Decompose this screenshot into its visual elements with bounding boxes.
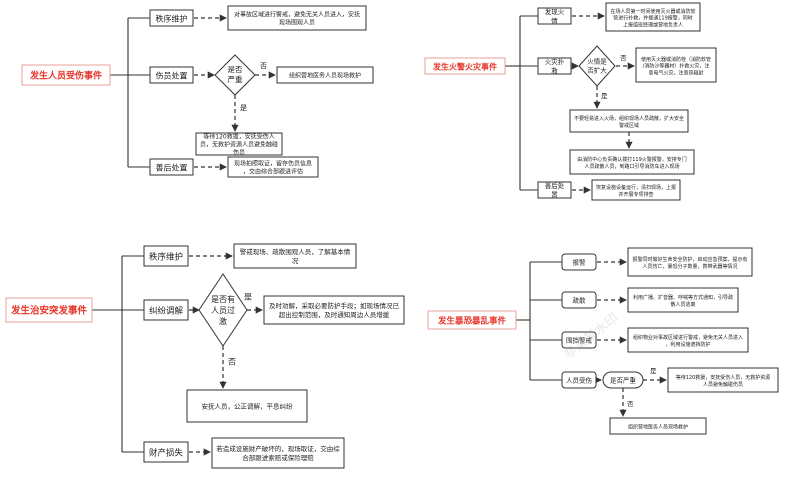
diagram4-decision-text: 是否严重 xyxy=(610,377,637,385)
diagram4-title xyxy=(427,310,517,330)
diagram4-branch-1-label xyxy=(561,253,597,271)
diagram2-yes-result-2 xyxy=(569,149,695,175)
diagram4-branch-3-label xyxy=(561,331,597,349)
diagram3-yes-result-text: 及时劝解，采取必要防护手段；如现场情况已超出控制范围，及时通知周边人员增援 xyxy=(269,301,400,319)
diagram4-yes-result-text: 等待120救援，安抚受伤人员，无救护资源人员避免触碰伤员 xyxy=(676,374,771,388)
diagram3-branch-3-result xyxy=(211,437,345,469)
connector-lines xyxy=(92,12,667,456)
diagram4-branch-3-result-text: 组织物业对事故区域进行警戒，避免无关人员进入，利用设施遮挡防护 xyxy=(633,334,743,348)
diagram2-branch-2-label-text: 火灾扑救 xyxy=(545,57,565,75)
diagram1-branch-3-label xyxy=(149,158,194,176)
diagram2-branch-1-label-text: 发现火情 xyxy=(545,7,565,25)
diagram4-branch-1-label-text: 报警 xyxy=(573,258,587,267)
diagram1-no-result xyxy=(276,66,374,84)
diagram2-yes-result-1 xyxy=(569,109,689,133)
diagram2-branch-3-label xyxy=(537,181,572,199)
diagram3-decision xyxy=(198,273,248,347)
diagram3-branch-1-label-text: 秩序维护 xyxy=(149,251,183,262)
diagram2-title-text: 发生火警火灾事件 xyxy=(432,61,497,71)
diagram1-branch-1-label xyxy=(149,9,194,27)
diagram1-yes-result xyxy=(195,132,283,156)
diagram1-yes-label: 是 xyxy=(240,104,247,112)
diagram4-branch-3-label-text: 围挡警戒 xyxy=(566,336,593,345)
diagram1-branch-1-label-text: 秩序维护 xyxy=(156,13,188,23)
diagram2-decision-text: 火情是否扩大 xyxy=(587,57,607,75)
diagram2-no-label: 否 xyxy=(620,54,627,62)
diagram3-yes-label: 是 xyxy=(244,293,252,302)
diagram1-title xyxy=(21,64,111,86)
diagram4-branch-2-result-text: 利用广播、扩音器、呼喊等方式通知，引导疏散人员逃离 xyxy=(633,294,733,308)
diagram1-no-label: 否 xyxy=(260,62,267,70)
diagram2-branch-1-result xyxy=(605,2,701,32)
diagram1-branch-3-label-text: 善后处置 xyxy=(156,162,188,172)
diagram1-branch-3-result xyxy=(227,156,319,178)
diagram4-branch-1-result xyxy=(627,247,753,277)
diagram2-branch-2-label xyxy=(537,57,572,75)
diagram3-no-result xyxy=(186,389,308,423)
diagram1-branch-2-label-text: 伤员处置 xyxy=(156,70,188,80)
diagram4-no-result xyxy=(609,417,707,435)
diagram3-yes-result xyxy=(263,295,405,325)
diagram2-no-result xyxy=(635,47,717,83)
diagram4-branch-1-result-text: 报警同时做好生命安全防护，启动应急预案，提示有人员伤亡，暴恐分子数量，携带武器等… xyxy=(632,256,747,270)
diagram3-no-label: 否 xyxy=(228,358,236,367)
diagram2-title xyxy=(424,57,506,75)
diagram1-branch-2-label xyxy=(149,66,194,84)
diagram2-branch-3-label-text: 善后处置 xyxy=(545,181,565,199)
diagram4-branch-3-result xyxy=(627,327,749,353)
diagram4-decision xyxy=(602,371,644,389)
diagram1-branch-3-result-text: 现场拍照取证，留存伤员信息，交由综合部跟进评估 xyxy=(234,159,312,175)
diagram3-no-result-text: 安抚人员，公正调解，平息纠纷 xyxy=(202,402,294,411)
diagram1-no-result-text: 组织营地医务人员现场救护 xyxy=(289,71,361,79)
diagram4-branch-2-label-text: 疏散 xyxy=(573,296,587,305)
diagram2-branch-1-result-text: 在场人员第一时间使用灭火器或消防软管进行扑救，并拨通119报警，同时上报值班经理… xyxy=(610,7,695,28)
diagram2-branch-3-result xyxy=(591,179,681,201)
diagram2-branch-3-result-text: 恢复设施设备运行，清扫现场，上报并开展专项排查 xyxy=(596,184,676,198)
diagram4-branch-2-label xyxy=(561,291,597,309)
diagram1-branch-1-result-text: 对事故区域进行警戒，避免无关人员进入，安抚现场围观人员 xyxy=(234,10,360,26)
diagram3-branch-2-label-text: 纠纷调解 xyxy=(149,305,184,316)
diagram2-yes-result-1-text: 不要轻易进入火场，组织现场人员疏散，扩大安全警戒区域 xyxy=(574,115,684,129)
diagram3-decision-text: 是否有人员过激 xyxy=(211,294,235,326)
diagram3-branch-2-label xyxy=(143,299,189,321)
diagram3-branch-1-result-text: 警戒现场、疏散围观人员，了解基本情况 xyxy=(240,247,351,265)
diagram3-branch-3-label-text: 财产损失 xyxy=(149,447,184,458)
diagram3-branch-1-label xyxy=(143,245,189,267)
diagram2-decision xyxy=(578,45,616,87)
diagram3-branch-3-label xyxy=(143,441,189,463)
diagram2-branch-1-label xyxy=(537,7,572,25)
diagram1-yes-result-text: 等待120救援，安抚受伤人员，无救护资源人员避免触碰伤员 xyxy=(200,132,278,156)
diagram3-branch-3-result-text: 若造成设施财产破坏的，现场取证，交由综合部跟进索赔或保险理赔 xyxy=(216,444,340,462)
diagram3-title xyxy=(5,297,93,323)
flow-shapes: 发生人员受伤事件秩序维护伤员处置善后处置对事故区域进行警戒，避免无关人员进入，安… xyxy=(5,2,779,469)
diagram4-no-result-text: 组织营地医务人员现场救护 xyxy=(628,423,688,430)
diagram4-no-label: 否 xyxy=(627,400,634,408)
diagram2-no-result-text: 使用灭火器或消防栓（消防软管/消防沙等器材）扑救火灾，注意电气火灾，注意热辐射 xyxy=(641,55,711,76)
diagram4-branch-4-label xyxy=(561,371,597,389)
diagram3-branch-1-result xyxy=(233,243,357,269)
diagram2-yes-result-2-text: 由消防中心负责确认拨打119火警报警，安排专门人员疏散人员，到路口引导消防车进入… xyxy=(577,156,687,170)
diagram2-yes-label: 是 xyxy=(601,92,608,100)
diagram1-branch-1-result xyxy=(227,5,367,31)
diagram4-branch-2-result xyxy=(627,287,739,313)
diagram1-decision-text: 是否严重 xyxy=(228,65,243,84)
diagram4-yes-label: 是 xyxy=(650,367,657,375)
diagram4-branch-4-label-text: 人员受伤 xyxy=(566,376,593,385)
diagram1-decision xyxy=(214,54,256,96)
diagram4-yes-result xyxy=(667,367,779,393)
diagram4-title-text: 发生暴恐暴乱事件 xyxy=(437,315,507,326)
diagram3-title-text: 发生治安突发事件 xyxy=(10,304,88,316)
diagram1-title-text: 发生人员受伤事件 xyxy=(29,69,102,81)
